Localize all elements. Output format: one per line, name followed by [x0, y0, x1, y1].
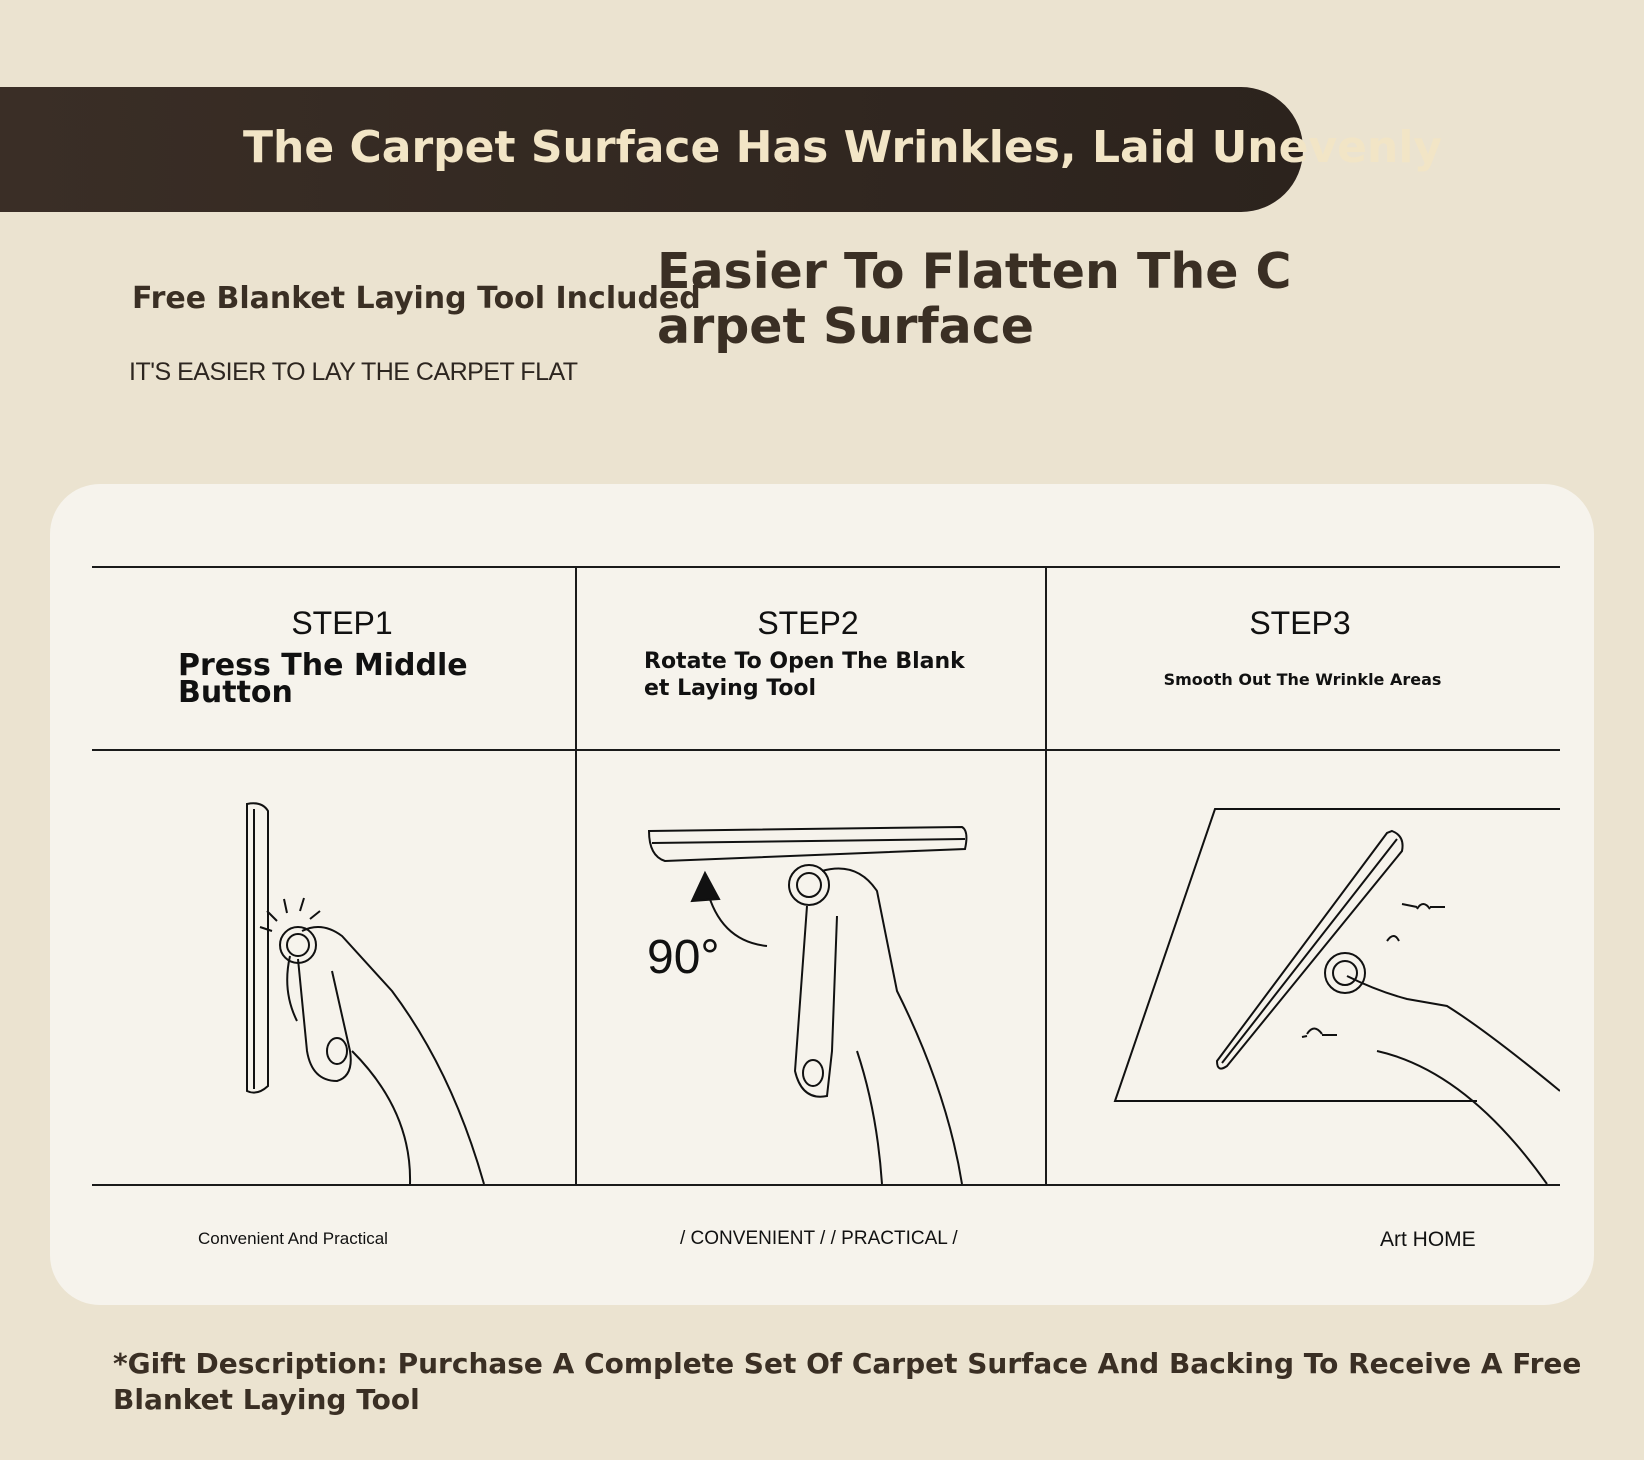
divider-bottom [92, 1184, 1560, 1186]
title-banner [0, 87, 1303, 212]
step1-label: STEP1 [291, 605, 393, 641]
divider-top [92, 566, 1560, 568]
headline: Easier To Flatten The Carpet Surface [657, 243, 1292, 355]
step3-label: STEP3 [1249, 605, 1351, 641]
step1-description: Press The Middle Button [178, 648, 468, 710]
step2-label: STEP2 [757, 605, 859, 641]
free-tool-label: Free Blanket Laying Tool Included [132, 281, 701, 316]
divider-col-1 [575, 566, 577, 1186]
footer-left: Convenient And Practical [198, 1229, 388, 1248]
angle-label: 90° [647, 931, 720, 984]
footer-center: / CONVENIENT / / PRACTICAL / [680, 1228, 958, 1249]
step2-illustration: 90° [647, 825, 968, 1184]
subline: IT'S EASIER TO LAY THE CARPET FLAT [129, 358, 578, 386]
steps-card [50, 484, 1594, 1305]
footer-brand: Art HOME [1380, 1228, 1476, 1251]
divider-middle [92, 749, 1560, 751]
step3-description: Smooth Out The Wrinkle Areas [1163, 670, 1442, 689]
step1-illustration [246, 802, 485, 1184]
gift-description: *Gift Description: Purchase A Complete S… [113, 1347, 1582, 1416]
banner-title: The Carpet Surface Has Wrinkles, Laid Un… [243, 122, 1443, 173]
step2-description: Rotate To Open The Blanket Laying Tool [644, 649, 965, 701]
divider-col-2 [1045, 566, 1047, 1186]
step3-illustration [1113, 808, 1560, 1184]
